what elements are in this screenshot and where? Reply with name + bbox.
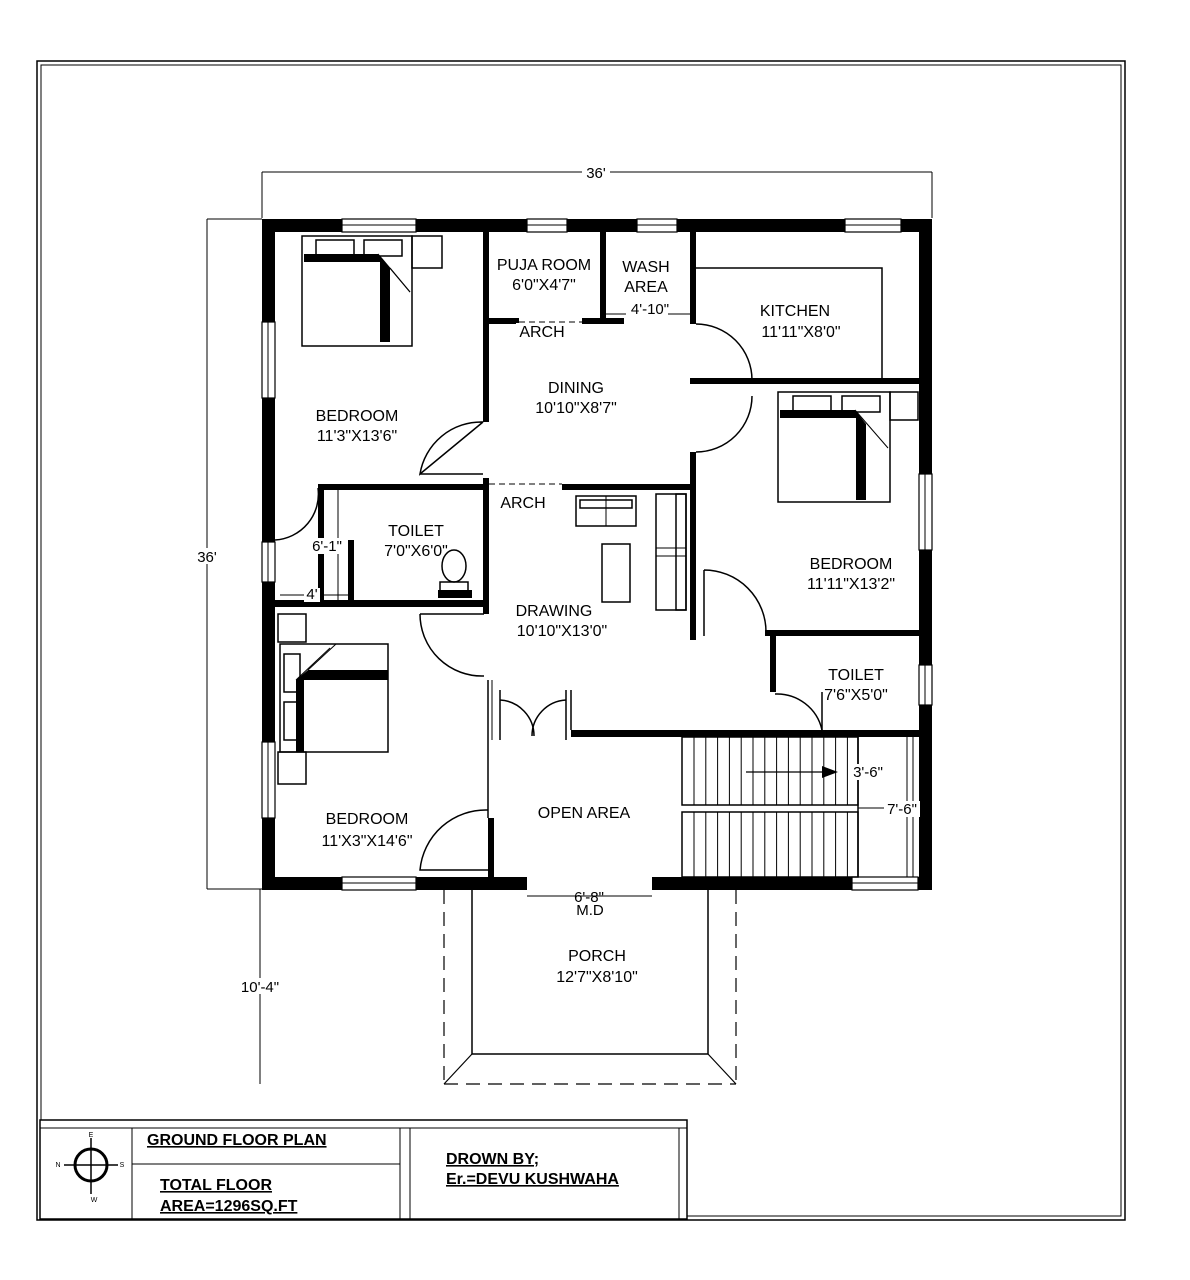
bed-e	[777, 391, 919, 503]
thin-partitions	[487, 267, 914, 877]
room-kitchen-size: 11'11"X8'0"	[761, 324, 840, 341]
room-dining-name: DINING	[548, 380, 604, 397]
staircase	[681, 736, 859, 878]
dim-toilet-passage: 6'-1"	[312, 538, 342, 555]
dim-porch-offset: 10'-4"	[241, 979, 279, 996]
wc-fixture	[438, 549, 472, 598]
dim-wash-width: 4'-10"	[631, 301, 669, 318]
room-kitchen-name: KITCHEN	[760, 303, 830, 320]
dim-stair-length: 7'-6"	[887, 801, 917, 818]
compass-w: W	[91, 1197, 98, 1204]
stair-arrow	[746, 766, 838, 778]
room-toilet-w-size: 7'0"X6'0"	[384, 543, 448, 560]
compass-s: S	[120, 1162, 125, 1169]
compass-n: N	[55, 1162, 60, 1169]
room-bedroom-nw-name: BEDROOM	[316, 408, 399, 425]
dim-left-height: 36'	[197, 549, 217, 566]
title-block-drawn-by-name: Er.=DEVU KUSHWAHA	[446, 1171, 619, 1188]
room-wash-name2: AREA	[624, 279, 668, 296]
stair-treads	[693, 737, 848, 877]
room-toilet-e-name: TOILET	[828, 667, 884, 684]
dim-stair-width: 3'-6"	[853, 764, 883, 781]
label-arch-top: ARCH	[519, 324, 564, 341]
sofa-set	[575, 493, 687, 611]
room-puja-name: PUJA ROOM	[497, 257, 591, 274]
dim-main-door: 6'-8"	[574, 889, 604, 906]
room-drawing-size: 10'10"X13'0"	[517, 623, 607, 640]
sheet-border	[36, 60, 1126, 1221]
bed-nw	[301, 235, 443, 347]
windows	[261, 218, 933, 891]
compass-icon	[64, 1138, 118, 1194]
title-block-area-line1: TOTAL FLOOR	[160, 1177, 272, 1194]
title-block	[39, 1119, 688, 1220]
room-wash-name: WASH	[622, 259, 669, 276]
compass-e: E	[89, 1132, 94, 1139]
label-main-door: M.D	[576, 902, 604, 919]
room-porch-name: PORCH	[568, 948, 626, 965]
label-arch-mid: ARCH	[500, 495, 545, 512]
bed-sw	[277, 613, 389, 785]
title-block-area-line2: AREA=1296SQ.FT	[160, 1198, 298, 1215]
room-toilet-w-name: TOILET	[388, 523, 444, 540]
room-toilet-e-size: 7'6"X5'0"	[824, 687, 888, 704]
door-swings	[274, 323, 823, 871]
room-porch-size: 12'7"X8'10"	[556, 969, 638, 986]
title-block-title: GROUND FLOOR PLAN	[147, 1132, 327, 1149]
room-bedroom-e-size: 11'11"X13'2"	[807, 576, 895, 593]
room-open-area-name: OPEN AREA	[538, 805, 631, 822]
room-bedroom-sw-name: BEDROOM	[326, 811, 409, 828]
dim-top-width: 36'	[586, 165, 606, 182]
interior-walls	[275, 232, 920, 880]
dim-toilet-passage-width: 4'	[306, 586, 317, 603]
porch	[443, 890, 737, 1085]
room-bedroom-sw-size: 11'X3"X14'6"	[321, 833, 412, 850]
room-puja-size: 6'0"X4'7"	[512, 277, 576, 294]
room-drawing-name: DRAWING	[516, 603, 593, 620]
room-dining-size: 10'10"X8'7"	[535, 400, 617, 417]
room-bedroom-e-name: BEDROOM	[810, 556, 893, 573]
room-bedroom-nw-size: 11'3"X13'6"	[317, 428, 397, 445]
title-block-drawn-by-label: DROWN BY;	[446, 1151, 539, 1168]
